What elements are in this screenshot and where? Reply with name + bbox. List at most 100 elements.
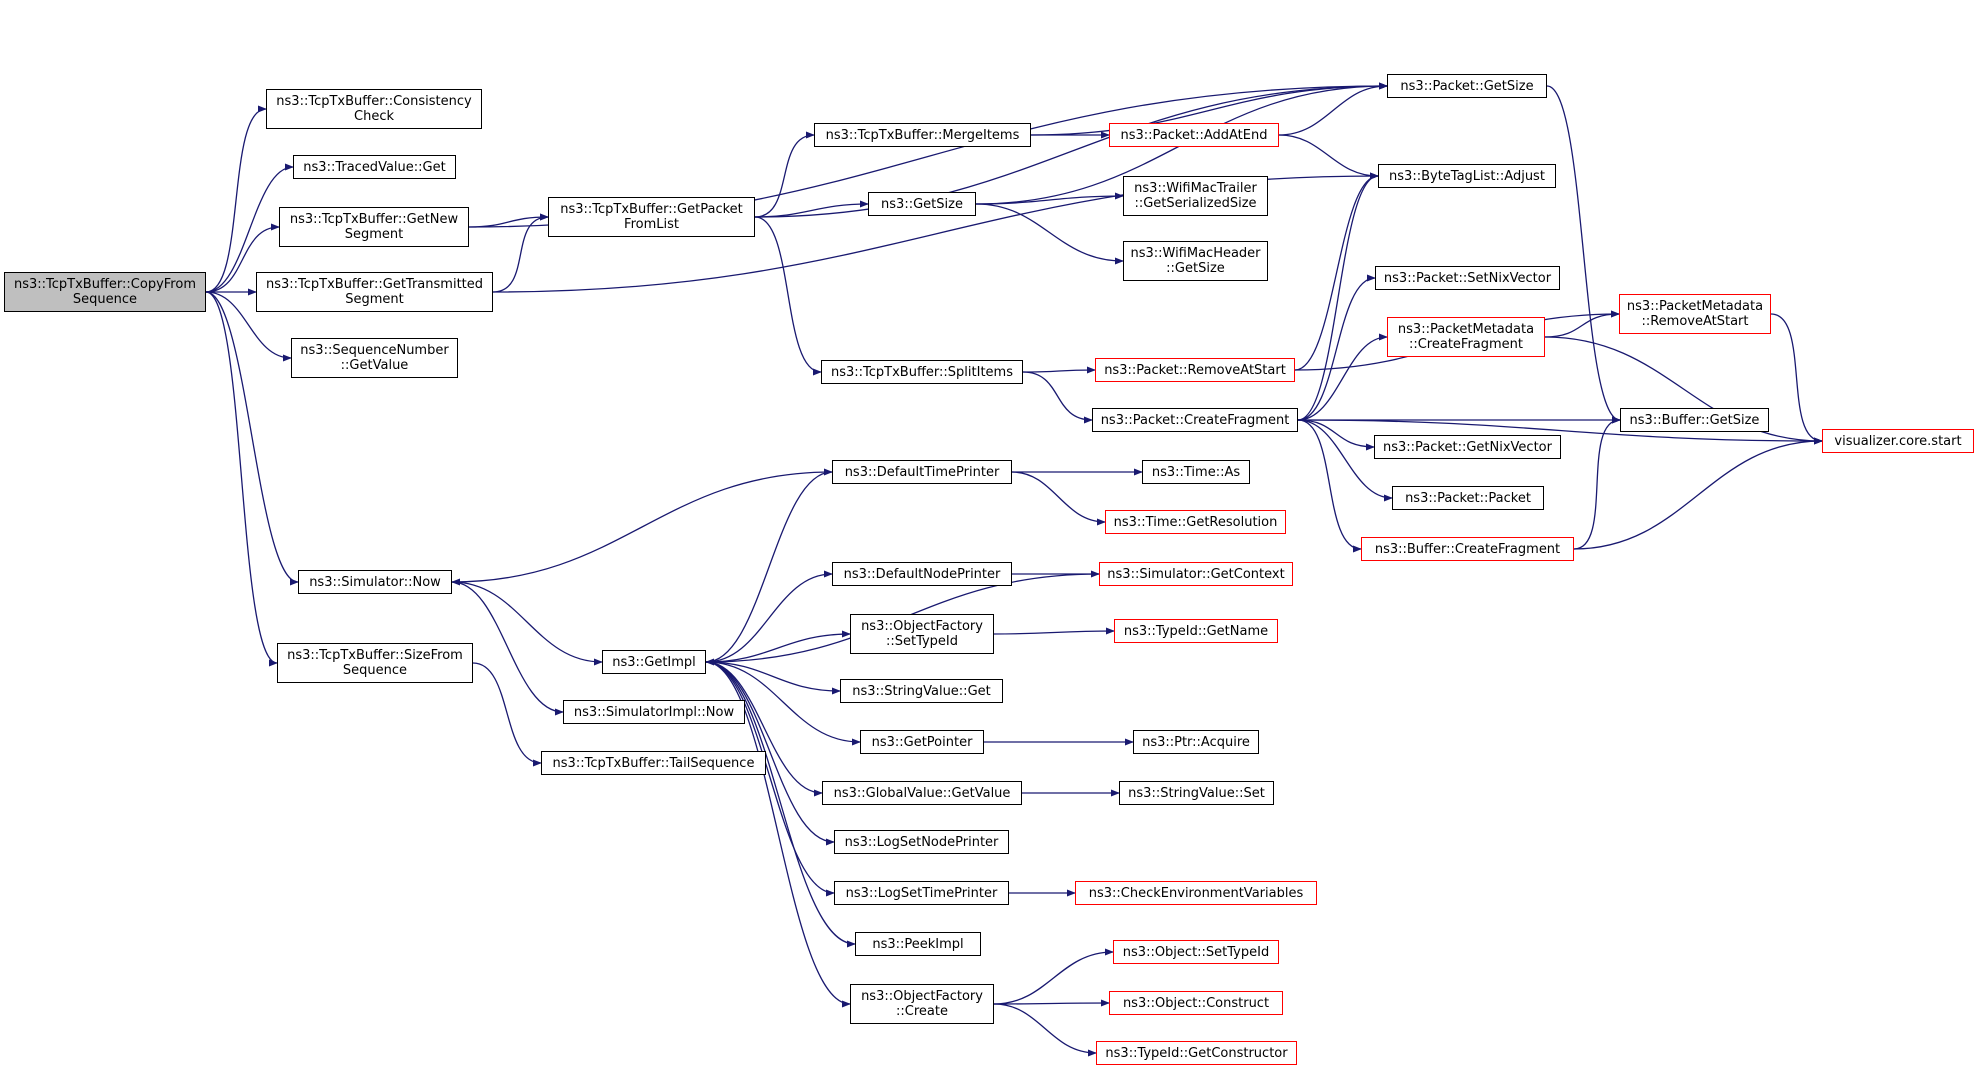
- node-getpointer[interactable]: ns3::GetPointer: [860, 730, 984, 754]
- edge-packetcreatefragment-to-visualizerstart: [1297, 419, 1823, 445]
- node-globalvalue-getvalue[interactable]: ns3::GlobalValue::GetValue: [822, 781, 1022, 805]
- edge-packetgetsize-to-buffergetsize: [1546, 85, 1621, 424]
- node-gettransmitted-segment[interactable]: ns3::TcpTxBuffer::GetTransmitted Segment: [256, 272, 493, 312]
- edge-copyfrom-to-getnewseg: [205, 223, 280, 293]
- node-typeid-getname[interactable]: ns3::TypeId::GetName: [1114, 619, 1278, 643]
- edge-simnow-to-getimpl: [451, 581, 603, 666]
- edge-packetcreatefragment-to-bytetaglistadjust: [1297, 172, 1379, 421]
- edge-copyfrom-to-tracedget: [205, 163, 294, 293]
- node-tailsequence[interactable]: ns3::TcpTxBuffer::TailSequence: [541, 751, 766, 775]
- edge-getimpl-to-objfactsettypeid: [705, 630, 851, 663]
- node-visualizer-core-start[interactable]: visualizer.core.start: [1822, 429, 1974, 453]
- edge-gettransseg-to-getpacketfromlist: [492, 213, 549, 293]
- edge-packetcreatefragment-to-packetsetnixvector: [1297, 274, 1376, 421]
- edge-packetremoveatstart-to-bytetaglistadjust: [1294, 172, 1379, 371]
- node-getpacket-fromlist[interactable]: ns3::TcpTxBuffer::GetPacket FromList: [548, 197, 755, 237]
- node-packet-getnixvector[interactable]: ns3::Packet::GetNixVector: [1374, 435, 1561, 459]
- node-packet-setnixvector[interactable]: ns3::Packet::SetNixVector: [1375, 266, 1560, 290]
- edge-objfactcreate-to-typeidgetconstructor: [993, 1003, 1097, 1057]
- node-packetmetadata-createfragment[interactable]: ns3::PacketMetadata ::CreateFragment: [1387, 317, 1545, 357]
- edge-objfactsettypeid-to-typeidgetname: [993, 627, 1115, 635]
- node-packet-addatend[interactable]: ns3::Packet::AddAtEnd: [1109, 123, 1279, 147]
- edge-copyfrom-to-seqgetvalue: [205, 291, 292, 362]
- node-checkenvironmentvariables[interactable]: ns3::CheckEnvironmentVariables: [1075, 881, 1317, 905]
- node-objectfactory-create[interactable]: ns3::ObjectFactory ::Create: [850, 984, 994, 1024]
- node-peekimpl[interactable]: ns3::PeekImpl: [855, 932, 981, 956]
- edge-getpacketfromlist-to-splititems: [754, 216, 822, 376]
- edge-getimpl-to-stringvalueget: [705, 661, 841, 695]
- edge-pmremoveatstart-to-visualizerstart: [1770, 313, 1823, 445]
- node-getnew-segment[interactable]: ns3::TcpTxBuffer::GetNew Segment: [279, 207, 469, 247]
- edge-copyfrom-to-simnow: [205, 291, 299, 586]
- edge-getimpl-to-logsettimeprinter: [705, 661, 835, 897]
- edge-packetcreatefragment-to-pmcreatefragment: [1297, 333, 1388, 421]
- edge-getpacketfromlist-to-packetgetsize: [754, 82, 1388, 218]
- edge-packetaddatend-to-packetgetsize: [1278, 82, 1388, 136]
- node-getimpl[interactable]: ns3::GetImpl: [602, 650, 706, 674]
- edge-mergeitems-to-packetgetsize: [1030, 82, 1388, 136]
- node-typeid-getconstructor[interactable]: ns3::TypeId::GetConstructor: [1096, 1041, 1297, 1065]
- node-buffer-createfragment[interactable]: ns3::Buffer::CreateFragment: [1361, 537, 1574, 561]
- node-consistency-check[interactable]: ns3::TcpTxBuffer::Consistency Check: [266, 89, 482, 129]
- edge-getimpl-to-defaultnodeprinter: [705, 570, 833, 663]
- node-object-construct[interactable]: ns3::Object::Construct: [1109, 991, 1283, 1015]
- node-time-as[interactable]: ns3::Time::As: [1142, 460, 1250, 484]
- node-defaultnodeprinter[interactable]: ns3::DefaultNodePrinter: [832, 562, 1012, 586]
- edge-getimpl-to-defaulttimeprinter: [705, 468, 833, 663]
- edge-objfactcreate-to-objectsettypeid: [993, 948, 1114, 1005]
- node-objectfactory-settypeid[interactable]: ns3::ObjectFactory ::SetTypeId: [850, 614, 994, 654]
- edge-packetcreatefragment-to-buffercreatefragment: [1297, 419, 1362, 553]
- edge-pmcreatefragment-to-pmremoveatstart: [1544, 310, 1620, 338]
- node-packet-packet[interactable]: ns3::Packet::Packet: [1392, 486, 1544, 510]
- node-stringvalue-set[interactable]: ns3::StringValue::Set: [1119, 781, 1274, 805]
- node-simulator-getcontext[interactable]: ns3::Simulator::GetContext: [1099, 562, 1293, 586]
- edge-defaulttimeprinter-to-simnow: [451, 471, 833, 586]
- node-buffer-getsize[interactable]: ns3::Buffer::GetSize: [1620, 408, 1769, 432]
- edge-getpacketfromlist-to-getsize: [754, 200, 869, 218]
- node-sequencenumber-getvalue[interactable]: ns3::SequenceNumber ::GetValue: [291, 338, 458, 378]
- node-packet-createfragment[interactable]: ns3::Packet::CreateFragment: [1092, 408, 1298, 432]
- node-wifimactrailer-getserializedsize[interactable]: ns3::WifiMacTrailer ::GetSerializedSize: [1123, 176, 1268, 216]
- node-packet-removeatstart[interactable]: ns3::Packet::RemoveAtStart: [1095, 358, 1295, 382]
- edge-pmcreatefragment-to-visualizerstart: [1544, 336, 1823, 445]
- node-packet-getsize[interactable]: ns3::Packet::GetSize: [1387, 74, 1547, 98]
- node-object-settypeid[interactable]: ns3::Object::SetTypeId: [1113, 940, 1279, 964]
- node-wifimacheader-getsize[interactable]: ns3::WifiMacHeader ::GetSize: [1123, 241, 1268, 281]
- node-stringvalue-get[interactable]: ns3::StringValue::Get: [840, 679, 1003, 703]
- node-ptr-acquire[interactable]: ns3::Ptr::Acquire: [1133, 730, 1259, 754]
- edge-getimpl-to-getpointer: [705, 661, 861, 746]
- node-bytetaglist-adjust[interactable]: ns3::ByteTagList::Adjust: [1378, 164, 1556, 188]
- node-logsettimeprinter[interactable]: ns3::LogSetTimePrinter: [834, 881, 1009, 905]
- node-tracedvalue-get[interactable]: ns3::TracedValue::Get: [293, 155, 456, 179]
- edge-buffercreatefragment-to-buffergetsize: [1573, 416, 1621, 550]
- node-simulatorimpl-now[interactable]: ns3::SimulatorImpl::Now: [563, 700, 745, 724]
- node-sizefrom-sequence[interactable]: ns3::TcpTxBuffer::SizeFrom Sequence: [277, 643, 473, 683]
- edge-packetaddatend-to-bytetaglistadjust: [1278, 134, 1379, 180]
- edge-getpacketfromlist-to-mergeitems: [754, 131, 815, 218]
- node-splititems[interactable]: ns3::TcpTxBuffer::SplitItems: [821, 360, 1023, 384]
- edge-copyfrom-to-sizefromseq: [205, 291, 278, 667]
- edge-objfactcreate-to-objectconstruct: [993, 999, 1110, 1007]
- edge-packetcreatefragment-to-packetgetnixvector: [1297, 419, 1375, 451]
- edge-simnow-to-simimplnow: [451, 581, 564, 716]
- edge-buffercreatefragment-to-visualizerstart: [1573, 437, 1823, 550]
- node-time-getresolution[interactable]: ns3::Time::GetResolution: [1105, 510, 1286, 534]
- edge-getimpl-to-peekimpl: [705, 661, 856, 948]
- node-mergeitems[interactable]: ns3::TcpTxBuffer::MergeItems: [814, 123, 1031, 147]
- edge-getimpl-to-logsetnodeprinter: [705, 661, 835, 846]
- node-logsetnodeprinter[interactable]: ns3::LogSetNodePrinter: [834, 830, 1009, 854]
- node-simulator-now[interactable]: ns3::Simulator::Now: [298, 570, 452, 594]
- edge-copyfrom-to-consistency: [205, 105, 267, 293]
- node-defaulttimeprinter[interactable]: ns3::DefaultTimePrinter: [832, 460, 1012, 484]
- node-copyfrom-sequence: ns3::TcpTxBuffer::CopyFrom Sequence: [4, 272, 206, 312]
- edge-splititems-to-packetremoveatstart: [1022, 366, 1096, 374]
- edge-defaulttimeprinter-to-timegetresolution: [1011, 471, 1106, 526]
- edge-splititems-to-packetcreatefragment: [1022, 371, 1093, 424]
- edge-packetcreatefragment-to-packetpacket: [1297, 419, 1393, 502]
- edge-getimpl-to-objfactcreate: [705, 661, 851, 1008]
- edge-getsize-to-wifimacheader: [975, 203, 1124, 265]
- node-getsize[interactable]: ns3::GetSize: [868, 192, 976, 216]
- node-packetmetadata-removeatstart[interactable]: ns3::PacketMetadata ::RemoveAtStart: [1619, 294, 1771, 334]
- edge-sizefromseq-to-tailsequence: [472, 662, 542, 767]
